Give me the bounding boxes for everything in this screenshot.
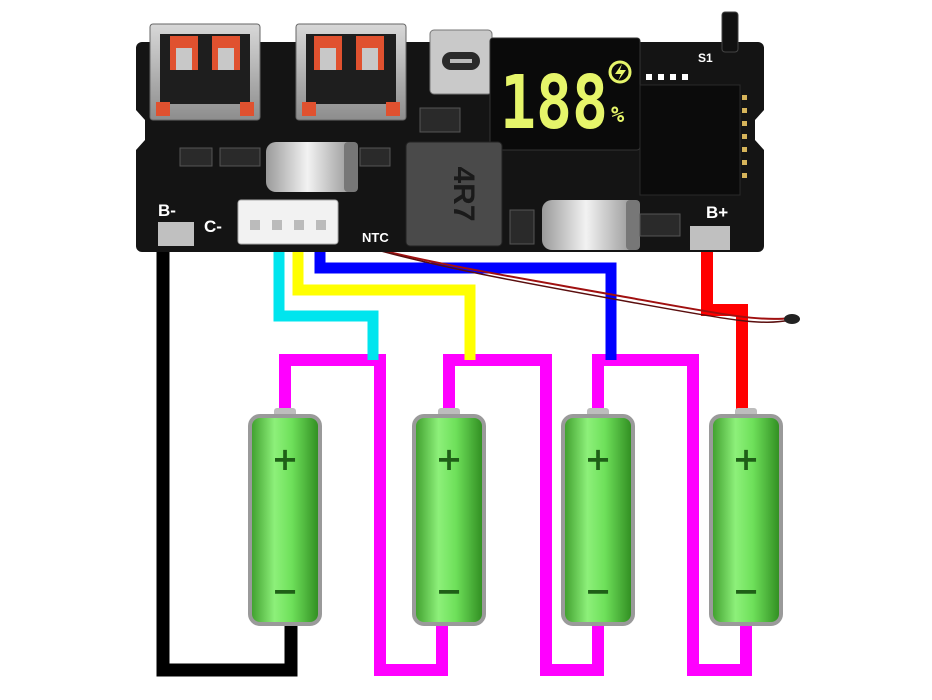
cell-link-2-3 <box>443 354 604 676</box>
negative-sign-2: − <box>436 572 463 610</box>
positive-sign-4: + <box>733 440 760 478</box>
ntc-thermistor <box>784 314 800 324</box>
positive-sign-2: + <box>436 440 463 478</box>
battery-cells: + − + − + − + − <box>248 408 783 626</box>
b-minus-label: B- <box>158 201 176 220</box>
b-minus-pad <box>158 222 194 246</box>
tap-wire-1 <box>273 246 379 360</box>
capacitor-2 <box>542 200 640 250</box>
wires <box>156 241 800 677</box>
b-plus-wire <box>701 248 748 412</box>
charge-icon <box>608 60 632 84</box>
battery-cell-3: + − <box>561 408 635 626</box>
battery-cell-2: + − <box>412 408 486 626</box>
positive-sign-1: + <box>272 440 299 478</box>
usb-c-port <box>429 29 493 95</box>
ntc-label: NTC <box>362 230 389 245</box>
negative-sign-4: − <box>733 572 760 610</box>
negative-sign-3: − <box>585 572 612 610</box>
positive-sign-3: + <box>585 440 612 478</box>
capacitor-1 <box>266 142 358 192</box>
controller-chip <box>639 84 741 196</box>
usb-a-port-1 <box>149 23 261 121</box>
usb-a-port-2 <box>295 23 407 121</box>
balance-connector <box>237 199 339 245</box>
cell-link-3-4 <box>592 354 752 676</box>
display-unit: % <box>611 103 625 128</box>
cell-link-1-2 <box>279 354 448 676</box>
inductor-marking: 4R7 <box>447 166 480 221</box>
battery-cell-1: + − <box>248 408 322 626</box>
push-button <box>721 11 739 53</box>
c-minus-label: C- <box>204 217 222 236</box>
charger-pcb: 188 % S1 4R7 <box>136 11 764 252</box>
ntc-lead-wire-2 <box>355 243 791 323</box>
negative-sign-1: − <box>272 572 299 610</box>
tap-wire-2 <box>292 246 476 360</box>
display-digits: 188 <box>500 60 608 146</box>
b-plus-label: B+ <box>706 203 728 222</box>
ntc-lead-wire <box>349 241 791 320</box>
inductor: 4R7 <box>405 141 503 247</box>
b-minus-wire <box>156 244 298 677</box>
s1-label: S1 <box>698 51 713 65</box>
b-plus-pad <box>690 226 730 250</box>
battery-cell-4: + − <box>709 408 783 626</box>
led-display: 188 % <box>489 37 641 151</box>
